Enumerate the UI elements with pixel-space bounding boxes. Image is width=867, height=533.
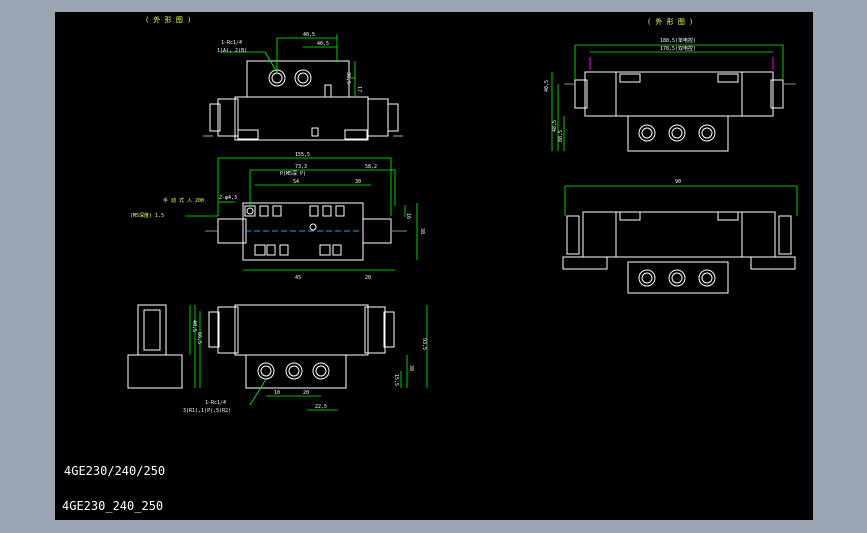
technical-drawing: ( 外 形 图 ) ( 外 形 图 ) bbox=[127, 15, 798, 414]
dim-mid-g: 20 bbox=[365, 275, 371, 281]
dim-top-b: 40,5 bbox=[317, 41, 329, 47]
dim-mid-f: 45 bbox=[295, 275, 301, 281]
dim-mid-port: 2-φ4,3 bbox=[219, 195, 237, 201]
middle-view-notes: 手 动 式 入 200 (M5深度) 1.5 bbox=[130, 197, 204, 219]
dim-bot-h1: 40,5 bbox=[191, 320, 197, 332]
middle-view-dim-text: 155,5 73,3 58,2 P(M5深 P) 54 30 16 38 45 … bbox=[219, 152, 425, 281]
view-label-left: ( 外 形 图 ) bbox=[145, 15, 191, 24]
cad-drawing-canvas: ( 外 形 图 ) ( 外 形 图 ) bbox=[55, 12, 813, 520]
dim-top-a: 40,5 bbox=[303, 32, 315, 38]
view-title-left: ( 外 形 图 ) bbox=[145, 15, 191, 24]
top-view-dims bbox=[220, 34, 356, 97]
dim-right-top-1: 188,5(单电控) bbox=[660, 37, 696, 44]
right-bottom-dim-text: 90 bbox=[675, 179, 681, 185]
top-view bbox=[203, 60, 403, 141]
dim-mid-d: 30 bbox=[355, 179, 361, 185]
right-top-dim-text: 188,5(单电控) 178,5(双电控) 40,5 48,5 88,5 bbox=[544, 37, 696, 142]
dim-mid-c: 54 bbox=[293, 179, 299, 185]
dim-bot-w2: 20 bbox=[303, 390, 309, 396]
dim-mid-e: 16 bbox=[405, 213, 411, 219]
bottom-view-dim-text: 40,5 66,5 93,5 38 15,5 10 20 22,5 1-Rc1/… bbox=[183, 320, 427, 414]
bottom-view bbox=[127, 304, 395, 389]
dim-bot-port2: 3(R1),1(P),5(R2) bbox=[183, 408, 231, 414]
title-block-line-2: 4GE230_240_250 bbox=[62, 499, 164, 513]
dim-top-port: 1-Rc1/4 bbox=[221, 40, 242, 46]
dim-bot-h4: 38 bbox=[408, 365, 414, 371]
dim-bot-h3: 93,5 bbox=[421, 338, 427, 350]
right-top-dims bbox=[551, 44, 784, 151]
right-top-markers bbox=[589, 57, 774, 70]
dim-mid-h: 38 bbox=[419, 228, 425, 234]
dim-right-bot: 90 bbox=[675, 179, 681, 185]
mid-note: 手 动 式 入 200 bbox=[163, 197, 204, 204]
dim-top-port2: 1(A), 2(B) bbox=[217, 48, 247, 54]
dim-right-side-3: 88,5 bbox=[558, 130, 564, 142]
dim-top-h1: 36,5 bbox=[345, 72, 351, 84]
dim-mid-total: 155,5 bbox=[295, 152, 310, 158]
dim-mid-sub: P(M5深 P) bbox=[280, 170, 306, 177]
middle-view-dims bbox=[185, 157, 418, 271]
dim-right-side-1: 40,5 bbox=[544, 80, 550, 92]
dim-bot-h5: 15,5 bbox=[393, 374, 399, 386]
dim-bot-w1: 10 bbox=[274, 390, 280, 396]
mid-note2: (M5深度) 1.5 bbox=[130, 212, 164, 219]
view-label-right: ( 外 形 图 ) bbox=[647, 17, 693, 26]
dim-right-top-2: 178,5(双电控) bbox=[660, 45, 696, 52]
title-block-line-1: 4GE230/240/250 bbox=[64, 464, 166, 478]
right-bottom-dims bbox=[564, 185, 798, 216]
middle-view bbox=[205, 202, 407, 261]
right-top-view bbox=[564, 71, 796, 152]
bottom-view-dims bbox=[189, 305, 428, 411]
dim-top-h2: 17 bbox=[356, 86, 362, 92]
top-view-dim-text: 40,5 40,5 1-Rc1/4 1(A), 2(B) 36,5 17 bbox=[217, 32, 362, 92]
dim-bot-w3: 22,5 bbox=[315, 404, 327, 410]
view-title-right: ( 外 形 图 ) bbox=[647, 17, 693, 26]
dim-mid-b: 58,2 bbox=[365, 164, 377, 170]
dim-mid-a: 73,3 bbox=[295, 164, 307, 170]
dim-bot-h2: 66,5 bbox=[196, 332, 202, 344]
dim-bot-port: 1-Rc1/4 bbox=[205, 400, 226, 406]
dim-right-side-2: 48,5 bbox=[552, 120, 558, 132]
right-bottom-view bbox=[562, 211, 796, 294]
